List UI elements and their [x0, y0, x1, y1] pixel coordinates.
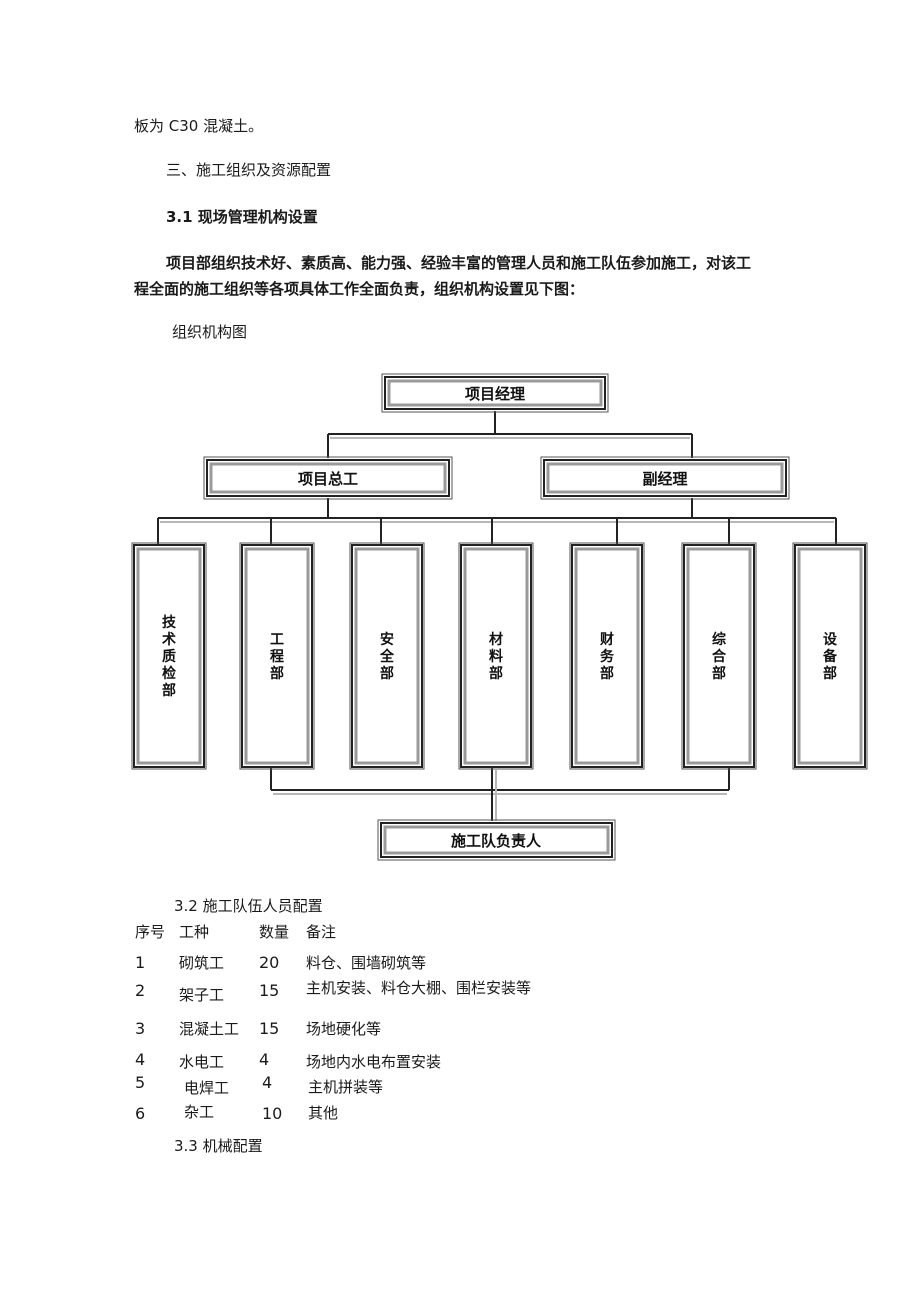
- text-line-concrete: 板为 C30 混凝土。: [134, 117, 264, 135]
- org-box-department: 综合部: [681, 542, 757, 770]
- org-box-deputy-manager: 副经理: [540, 456, 790, 500]
- paragraph-line-1: 项目部组织技术好、素质高、能力强、经验丰富的管理人员和施工队伍参加施工，对该工: [166, 254, 752, 272]
- org-chart-connectors: [157, 411, 837, 821]
- cell-note: 主机安装、料仓大棚、围栏安装等: [306, 979, 532, 997]
- header-cell-count: 数量: [259, 923, 290, 941]
- cell-trade: 混凝土工: [179, 1020, 240, 1038]
- header-cell-trade: 工种: [179, 923, 210, 941]
- org-label-department: 设备部: [822, 632, 838, 682]
- org-label-bottom: 施工队负责人: [451, 832, 542, 850]
- org-label-top: 项目经理: [465, 385, 525, 403]
- cell-trade: 砌筑工: [179, 954, 225, 972]
- org-label-mid-right: 副经理: [642, 470, 687, 488]
- cell-count: 4: [259, 1050, 270, 1069]
- subheading-3-2: 3.2 施工队伍人员配置: [174, 897, 323, 915]
- org-label-department: 安全部: [379, 631, 395, 682]
- cell-note: 场地内水电布置安装: [306, 1053, 442, 1071]
- org-box-department: 安全部: [349, 542, 425, 770]
- cell-count: 15: [259, 1019, 280, 1038]
- cell-count: 15: [259, 981, 280, 1000]
- cell-note: 其他: [308, 1104, 339, 1122]
- cell-count: 4: [262, 1073, 273, 1092]
- subheading-3-1: 3.1 现场管理机构设置: [166, 208, 318, 226]
- header-cell-note: 备注: [306, 923, 337, 941]
- org-label-department: 综合部: [712, 631, 727, 682]
- cell-index: 4: [135, 1050, 146, 1069]
- org-label-department: 技术质检部: [162, 614, 177, 699]
- org-box-chief-engineer: 项目总工: [203, 456, 453, 500]
- cell-index: 1: [135, 953, 146, 972]
- org-box-project-manager: 项目经理: [381, 373, 609, 413]
- org-label-department: 财务部: [599, 631, 615, 682]
- org-box-department: 工程部: [239, 542, 315, 770]
- org-box-department: 技术质检部: [131, 542, 207, 770]
- cell-index: 6: [135, 1104, 146, 1123]
- cell-note: 场地硬化等: [306, 1020, 382, 1038]
- cell-count: 20: [259, 953, 280, 972]
- cell-trade: 杂工: [184, 1103, 215, 1121]
- cell-note: 料仓、围墙砌筑等: [306, 954, 427, 972]
- org-box-department: 设备部: [792, 542, 868, 770]
- subheading-3-3: 3.3 机械配置: [174, 1137, 263, 1155]
- cell-index: 3: [135, 1019, 146, 1038]
- cell-note: 主机拼装等: [308, 1078, 384, 1096]
- org-box-department: 材料部: [458, 542, 534, 770]
- cell-index: 2: [135, 981, 146, 1000]
- cell-trade: 电焊工: [184, 1079, 230, 1097]
- section-heading-3: 三、施工组织及资源配置: [166, 161, 332, 179]
- figure-caption: 组织机构图: [172, 323, 248, 341]
- cell-index: 5: [135, 1073, 146, 1092]
- header-cell-index: 序号: [135, 923, 166, 941]
- cell-trade: 水电工: [179, 1053, 225, 1071]
- org-box-department: 财务部: [569, 542, 645, 770]
- paragraph-line-2: 程全面的施工组织等各项具体工作全面负责，组织机构设置见下图：: [134, 280, 585, 298]
- org-chart: 项目经理 项目总工 副经理 技术质检部 工程部 安全部 材料部 财务部 综合部 设备部 施工…: [131, 373, 868, 861]
- org-label-mid-left: 项目总工: [298, 470, 358, 488]
- cell-count: 10: [262, 1104, 283, 1123]
- cell-trade: 架子工: [179, 986, 225, 1004]
- org-departments: 技术质检部 工程部 安全部 材料部 财务部 综合部 设备部: [131, 542, 868, 770]
- org-label-department: 工程部: [270, 632, 284, 682]
- org-box-team-leader: 施工队负责人: [377, 819, 616, 861]
- org-label-department: 材料部: [489, 631, 503, 682]
